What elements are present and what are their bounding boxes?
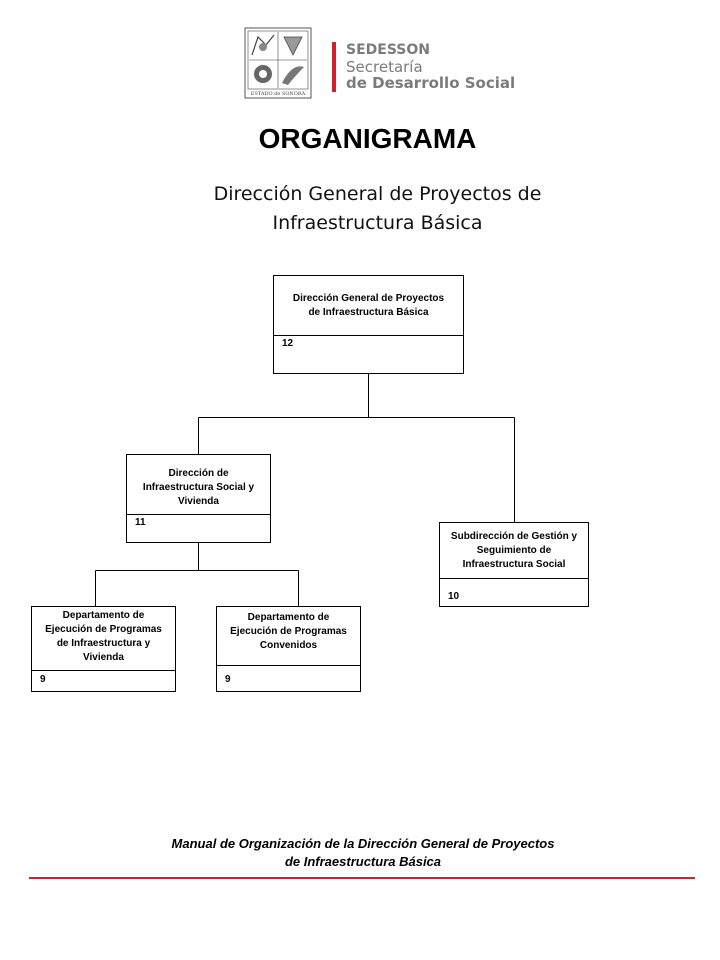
org-title-line: Infraestructura Social (462, 559, 566, 570)
org-title-line: Departamento de (62, 610, 145, 621)
org-box-title: Departamento de Ejecución de Programas d… (32, 607, 175, 667)
sonora-state-seal-logo: ESTADO de SONORA (244, 27, 312, 99)
brand-name: SEDESSON (346, 42, 430, 58)
org-title-line: Vivienda (83, 652, 124, 663)
brand-line-1: Secretaría (346, 58, 423, 76)
org-box-divider (127, 514, 270, 515)
org-title-line: Dirección General de Proyectos (292, 293, 445, 304)
org-title-line: Vivienda (178, 496, 219, 507)
org-title-line: de Infraestructura Básica (308, 307, 429, 318)
org-title-line: Infraestructura Social y (142, 482, 255, 493)
brand-line-2: de Desarrollo Social (346, 74, 516, 92)
brand-accent-bar (332, 42, 336, 92)
org-box-title: Subdirección de Gestión y Seguimiento de… (440, 523, 588, 579)
page-title: ORGANIGRAMA (258, 123, 477, 154)
org-box-code: 10 (448, 591, 460, 602)
org-box-direccion-infraestructura-social: Dirección de Infraestructura Social y Vi… (126, 454, 271, 543)
org-box-divider (217, 665, 360, 666)
org-box-depto-infraestructura-vivienda: Departamento de Ejecución de Programas d… (31, 606, 176, 692)
org-title-line: Convenidos (259, 640, 318, 651)
org-box-subdireccion-gestion: Subdirección de Gestión y Seguimiento de… (439, 522, 589, 607)
page-subtitle-line-2: Infraestructura Básica (272, 212, 483, 234)
org-box-title: Dirección de Infraestructura Social y Vi… (127, 455, 270, 515)
org-box-direccion-general: Dirección General de Proyectos de Infrae… (273, 275, 464, 374)
org-title-line: Ejecución de Programas (45, 624, 162, 635)
org-title-line: Dirección de (168, 468, 229, 479)
footer-line-2: de Infraestructura Básica (284, 854, 442, 869)
org-box-depto-programas-convenidos: Departamento de Ejecución de Programas C… (216, 606, 361, 692)
org-box-title: Departamento de Ejecución de Programas C… (217, 607, 360, 657)
footer-line-1: Manual de Organización de la Dirección G… (171, 836, 555, 851)
org-box-code: 9 (40, 674, 46, 685)
page-subtitle-line-1: Dirección General de Proyectos de (213, 183, 542, 205)
org-box-title: Dirección General de Proyectos de Infrae… (274, 276, 463, 336)
org-title-line: Seguimiento de (476, 545, 552, 556)
org-box-divider (440, 578, 588, 579)
org-box-code: 9 (225, 674, 231, 685)
org-title-line: de Infraestructura y (56, 638, 151, 649)
org-title-line: Ejecución de Programas (230, 626, 347, 637)
org-box-divider (32, 670, 175, 671)
footer-rule (29, 877, 695, 879)
org-box-divider (274, 335, 463, 336)
org-box-code: 12 (282, 338, 294, 349)
org-title-line: Subdirección de Gestión y (450, 531, 578, 542)
org-title-line: Departamento de (247, 612, 330, 623)
org-box-code: 11 (135, 517, 146, 528)
seal-caption: ESTADO de SONORA (251, 91, 306, 97)
